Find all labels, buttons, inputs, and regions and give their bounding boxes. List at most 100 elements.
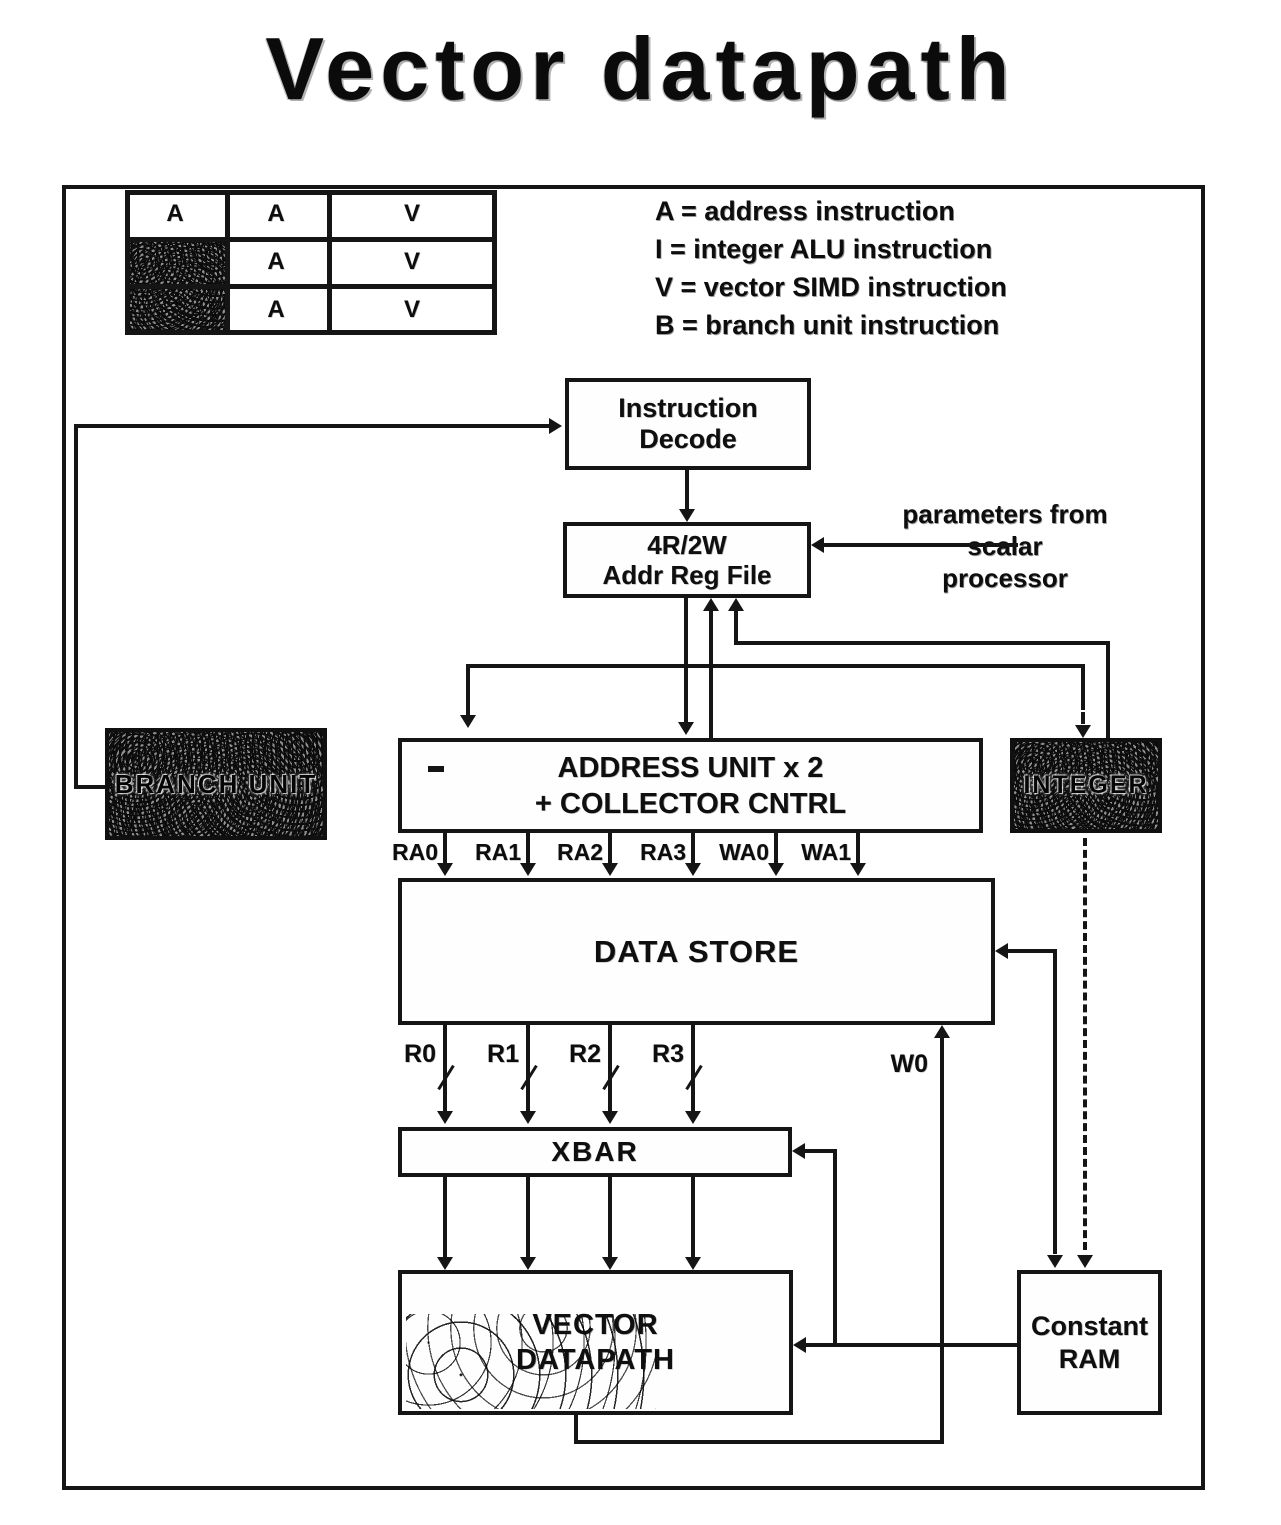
- params-arrow-line: [822, 543, 1018, 547]
- ra-bus-line: [608, 833, 612, 864]
- constant-ram-label: Constant: [1031, 1310, 1148, 1343]
- integer-to-arf-vline: [734, 606, 738, 645]
- wa-bus-arrowhead: [768, 863, 784, 876]
- xbar-out-line: [691, 1177, 695, 1258]
- r-bus-arrowhead: [685, 1111, 701, 1124]
- data-store-label: DATA STORE: [594, 934, 799, 970]
- address-unit-label: + COLLECTOR CNTRL: [535, 786, 846, 822]
- wa-bus-arrowhead: [850, 863, 866, 876]
- au-to-arf-arrowhead: [703, 598, 719, 611]
- branch-feedback-topline: [74, 424, 552, 428]
- au-to-arf-line: [709, 606, 713, 738]
- arf-to-au-line: [684, 598, 688, 722]
- constant-ram-block: Constant RAM: [1017, 1270, 1162, 1415]
- bus-label-wa1: WA1: [801, 839, 851, 866]
- table-divider: [327, 190, 332, 335]
- legend-line-a: A = address instruction: [655, 192, 1007, 230]
- table-cell: A: [145, 200, 205, 228]
- branch-unit-label: BRANCH UNIT: [115, 769, 318, 800]
- address-unit-block: ADDRESS UNIT x 2 + COLLECTOR CNTRL: [398, 738, 983, 833]
- arf-to-au-arrowhead: [678, 722, 694, 735]
- ra-bus-arrowhead: [520, 863, 536, 876]
- branch-feedback-stub: [74, 785, 105, 789]
- cram-left-arrowhead: [1047, 1255, 1063, 1268]
- bus-label-w0: W0: [876, 1050, 928, 1079]
- vector-datapath-block: VECTOR DATAPATH: [398, 1270, 793, 1415]
- table-divider: [225, 190, 230, 335]
- addr-reg-file-block: 4R/2W Addr Reg File: [563, 522, 811, 598]
- bus-label-ra0: RA0: [390, 839, 438, 866]
- instruction-decode-label: Instruction: [618, 393, 758, 424]
- xbar-out-arrowhead: [685, 1257, 701, 1270]
- ra-bus-line: [443, 833, 447, 864]
- table-cell: V: [382, 200, 442, 228]
- page-title: Vector datapath: [0, 18, 1281, 120]
- ra-bus-arrowhead: [685, 863, 701, 876]
- branch-feedback-vline: [74, 424, 78, 787]
- integer-unit-label: INTEGER: [1023, 771, 1148, 800]
- to-integer-vline: [1081, 664, 1085, 710]
- r-bus-arrowhead: [437, 1111, 453, 1124]
- integer-to-arf-arrowhead: [728, 598, 744, 611]
- cram-left-vline: [1053, 949, 1057, 1254]
- table-cell: A: [246, 248, 306, 276]
- legend: A = address instruction I = integer ALU …: [655, 192, 1007, 344]
- to-branch-arrowhead: [460, 715, 476, 728]
- addr-reg-file-label: 4R/2W: [647, 530, 726, 560]
- cram-to-vd-hline: [805, 1343, 1017, 1347]
- r-bus-line: [443, 1025, 447, 1112]
- legend-line-b: B = branch unit instruction: [655, 306, 1007, 344]
- params-line: processor: [888, 562, 1122, 594]
- wa-bus-line: [856, 833, 860, 864]
- bus-label-ra3: RA3: [638, 839, 686, 866]
- integer-to-arf-hline: [734, 641, 1110, 645]
- bus-label-wa0: WA0: [719, 839, 769, 866]
- to-integer-dash: [1081, 712, 1085, 724]
- w0-arrowhead: [934, 1025, 950, 1038]
- instruction-decode-label: Decode: [639, 424, 737, 455]
- xbar-out-arrowhead: [520, 1257, 536, 1270]
- vector-datapath-label: DATAPATH: [516, 1343, 675, 1378]
- integer-to-arf-downline: [1106, 641, 1110, 738]
- ra-bus-arrowhead: [437, 863, 453, 876]
- legend-line-v: V = vector SIMD instruction: [655, 268, 1007, 306]
- wa-bus-line: [774, 833, 778, 864]
- table-cell: V: [382, 248, 442, 276]
- xbar-out-arrowhead: [602, 1257, 618, 1270]
- arf-branch-integer-hline: [466, 664, 1085, 668]
- xbar-out-arrowhead: [437, 1257, 453, 1270]
- cram-to-datastore-hline: [1007, 949, 1055, 953]
- params-line: parameters from: [888, 498, 1122, 530]
- table-cell: A: [246, 296, 306, 324]
- scan-artifact-dash: [428, 766, 444, 772]
- xbar-feedback-arrowhead: [792, 1143, 805, 1159]
- cram-to-vd-arrowhead: [793, 1337, 806, 1353]
- bus-label-ra1: RA1: [473, 839, 521, 866]
- legend-line-i: I = integer ALU instruction: [655, 230, 1007, 268]
- r-bus-arrowhead: [602, 1111, 618, 1124]
- table-divider: [125, 237, 497, 242]
- to-branch-vline: [466, 664, 470, 716]
- to-integer-arrowhead: [1075, 725, 1091, 738]
- xbar-out-line: [526, 1177, 530, 1258]
- addr-reg-file-label: Addr Reg File: [602, 560, 771, 590]
- w0-line: [940, 1032, 944, 1444]
- address-unit-label: ADDRESS UNIT x 2: [558, 750, 824, 786]
- table-cell: A: [246, 200, 306, 228]
- ra-bus-line: [526, 833, 530, 864]
- bus-label-r0: R0: [396, 1040, 436, 1069]
- ra-bus-arrowhead: [602, 863, 618, 876]
- ra-bus-line: [691, 833, 695, 864]
- bus-label-r2: R2: [561, 1040, 601, 1069]
- r-bus-line: [691, 1025, 695, 1112]
- r-bus-line: [526, 1025, 530, 1112]
- bus-label-ra2: RA2: [555, 839, 603, 866]
- xbar-out-line: [608, 1177, 612, 1258]
- xbar-feedback-vline: [833, 1149, 837, 1347]
- xbar-block: XBAR: [398, 1127, 792, 1177]
- branch-unit-block: BRANCH UNIT: [105, 728, 327, 840]
- table-divider: [125, 284, 497, 289]
- vector-datapath-label: VECTOR: [532, 1308, 658, 1343]
- cram-to-datastore-arrowhead: [995, 943, 1008, 959]
